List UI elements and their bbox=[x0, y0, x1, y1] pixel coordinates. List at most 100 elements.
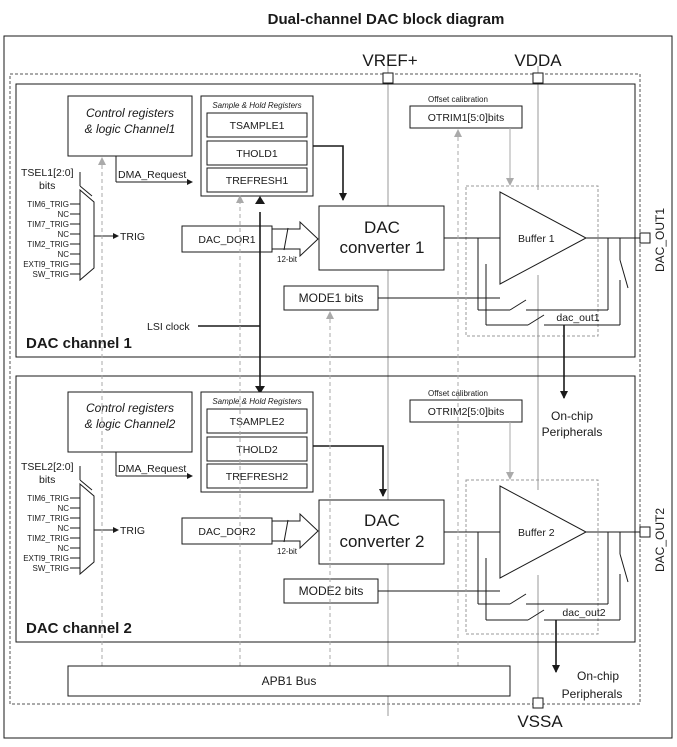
ch1-buffer-label: Buffer 1 bbox=[518, 233, 555, 245]
ch2-otrim-label: OTRIM2[5:0]bits bbox=[428, 406, 504, 418]
ch2-buffer-label: Buffer 2 bbox=[518, 527, 555, 539]
ch1-tsel-line1: TSEL1[2:0] bbox=[21, 167, 74, 179]
ch1-mode-block bbox=[283, 285, 379, 311]
ch2-converter-line2: converter 2 bbox=[339, 532, 424, 551]
ch1-mode-label: MODE1 bits bbox=[299, 291, 364, 305]
apb-bus-lines bbox=[98, 129, 462, 666]
ch1-trigger-label: TIM2_TRIG bbox=[27, 240, 69, 249]
ch2-tsel-line1: TSEL2[2:0] bbox=[21, 461, 74, 473]
vdda-pin bbox=[532, 72, 544, 84]
ch2-trigger-label: TIM7_TRIG bbox=[27, 514, 69, 523]
ch2-control-block bbox=[67, 391, 193, 453]
ch2-control-line1: Control registers bbox=[86, 401, 174, 415]
ch1-tsample-reg bbox=[206, 112, 308, 138]
diagram-title: Dual-channel DAC block diagram bbox=[268, 11, 505, 28]
ch2-sh-title: Sample & Hold Registers bbox=[212, 397, 301, 406]
ch2-mode-block bbox=[283, 578, 379, 604]
ch2-trigger-label: EXTI9_TRIG bbox=[23, 554, 69, 563]
ch2-bus-arrow bbox=[271, 512, 319, 550]
ch1-trig-label: TRIG bbox=[120, 231, 145, 243]
ch2-trigger-label: NC bbox=[57, 524, 69, 533]
outer-frame bbox=[3, 35, 673, 739]
channel2-box bbox=[15, 375, 636, 643]
onchip2-line2: Peripherals bbox=[562, 687, 623, 701]
channel1-box bbox=[15, 83, 636, 358]
apb1-bus bbox=[67, 665, 511, 697]
ch1-control-line1: Control registers bbox=[86, 106, 174, 120]
ch1-trigger-label: TIM7_TRIG bbox=[27, 220, 69, 229]
ch1-trigger-mux bbox=[79, 188, 95, 282]
apb1-bus-label: APB1 Bus bbox=[262, 674, 317, 688]
ch2-converter-line1: DAC bbox=[364, 511, 400, 530]
ch1-trefresh-label: TREFRESH1 bbox=[226, 175, 289, 187]
ch2-trigger-mux bbox=[79, 482, 95, 576]
ch2-trigger-label: NC bbox=[57, 544, 69, 553]
onchip2-line1: On-chip bbox=[577, 669, 619, 683]
ch2-trigger-label: TIM6_TRIG bbox=[27, 494, 69, 503]
ch1-otrim-label: OTRIM1[5:0]bits bbox=[428, 112, 504, 124]
ch2-tsel-line2: bits bbox=[39, 474, 55, 486]
ch1-trigger-label: NC bbox=[57, 210, 69, 219]
ch1-output-pin bbox=[639, 232, 651, 244]
ch1-thold-reg bbox=[206, 140, 308, 166]
ch2-label: DAC channel 2 bbox=[26, 620, 132, 637]
onchip1-line2: Peripherals bbox=[542, 425, 603, 439]
ch1-control-block bbox=[67, 95, 193, 157]
ch2-trigger-label: SW_TRIG bbox=[33, 564, 69, 573]
ch1-otrim-block bbox=[409, 105, 523, 129]
ch2-thold-label: THOLD2 bbox=[236, 444, 278, 456]
ch1-sh-title: Sample & Hold Registers bbox=[212, 101, 301, 110]
ch1-bus-arrow bbox=[271, 220, 319, 258]
ch1-offset-title: Offset calibration bbox=[428, 95, 488, 104]
ch1-thold-label: THOLD1 bbox=[236, 148, 278, 160]
onchip1-line1: On-chip bbox=[551, 409, 593, 423]
ch2-bits-label: 12-bit bbox=[277, 547, 298, 556]
vdda-label: VDDA bbox=[514, 51, 562, 70]
ch2-tsample-reg bbox=[206, 408, 308, 434]
ch2-mode-label: MODE2 bits bbox=[299, 584, 364, 598]
ch1-converter-line2: converter 1 bbox=[339, 238, 424, 257]
ch2-thold-reg bbox=[206, 436, 308, 462]
ch1-dma-label: DMA_Request bbox=[118, 169, 186, 181]
ch1-bits-label: 12-bit bbox=[277, 255, 298, 264]
ch2-trigger-label: TIM2_TRIG bbox=[27, 534, 69, 543]
ch2-offset-title: Offset calibration bbox=[428, 389, 488, 398]
vssa-label: VSSA bbox=[517, 712, 563, 731]
ch1-dor-label: DAC_DOR1 bbox=[198, 234, 255, 246]
channel2: Control registers & logic Channel2 TSEL2… bbox=[21, 389, 667, 673]
ch1-label: DAC channel 1 bbox=[26, 335, 132, 352]
ch1-output-label: DAC_OUT1 bbox=[653, 208, 667, 272]
vref-label: VREF+ bbox=[362, 51, 417, 70]
ch1-tsample-label: TSAMPLE1 bbox=[230, 120, 285, 132]
ch2-dma-label: DMA_Request bbox=[118, 463, 186, 475]
ch1-trefresh-reg bbox=[206, 167, 308, 193]
ch1-dac-out-label: dac_out1 bbox=[556, 312, 599, 324]
lsi-clock-label: LSI clock bbox=[147, 321, 190, 333]
ch1-buffer-region bbox=[465, 185, 599, 337]
ch1-trigger-label: SW_TRIG bbox=[33, 270, 69, 279]
ch2-dor-label: DAC_DOR2 bbox=[198, 526, 255, 538]
ch2-tsample-label: TSAMPLE2 bbox=[230, 416, 285, 428]
ch1-trigger-label: TIM6_TRIG bbox=[27, 200, 69, 209]
ch2-output-label: DAC_OUT2 bbox=[653, 508, 667, 572]
ch2-buffer-region bbox=[465, 479, 599, 635]
ch1-trigger-label: NC bbox=[57, 250, 69, 259]
ch1-trigger-label: EXTI9_TRIG bbox=[23, 260, 69, 269]
ch2-trigger-label: NC bbox=[57, 504, 69, 513]
ch2-trefresh-reg bbox=[206, 463, 308, 489]
ch2-dac-out-label: dac_out2 bbox=[562, 607, 605, 619]
ch1-converter-line1: DAC bbox=[364, 218, 400, 237]
chip-boundary bbox=[9, 73, 641, 705]
vref-pin bbox=[382, 72, 394, 84]
ch2-trig-label: TRIG bbox=[120, 525, 145, 537]
ch1-tsel-line2: bits bbox=[39, 180, 55, 192]
channel1: Control registers & logic Channel1 TSEL1… bbox=[21, 95, 667, 399]
vssa-pin bbox=[532, 697, 544, 709]
ch2-trefresh-label: TREFRESH2 bbox=[226, 471, 289, 483]
ch1-trigger-label: NC bbox=[57, 230, 69, 239]
ch1-converter bbox=[318, 205, 445, 271]
ch1-control-line2: & logic Channel1 bbox=[85, 122, 176, 136]
ch2-otrim-block bbox=[409, 399, 523, 423]
ch2-control-line2: & logic Channel2 bbox=[85, 417, 176, 431]
